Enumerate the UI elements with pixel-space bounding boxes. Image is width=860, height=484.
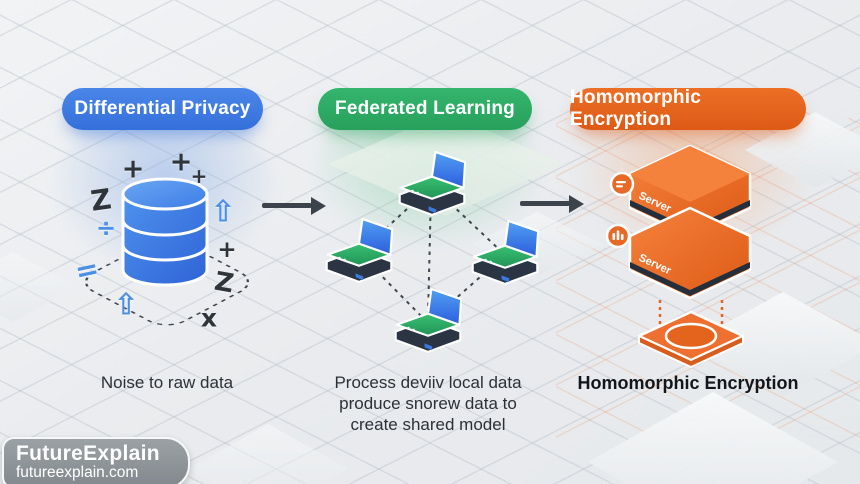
noise-arrow-symbol: ⇧ xyxy=(210,194,236,230)
laptop-icon xyxy=(398,150,467,216)
caption-line: Homomorphic Encryption xyxy=(577,373,799,393)
header-label: Homomorphic Encryption xyxy=(570,87,701,130)
caption-line: Process deviiv local data xyxy=(334,373,522,392)
header-pill-federated-learning: Federated Learning xyxy=(318,88,532,130)
laptop-icon xyxy=(394,287,463,353)
laptop-icon xyxy=(325,217,394,283)
noise-x-symbol: x xyxy=(200,303,218,333)
server-stack-icon: Server Server xyxy=(605,144,752,368)
watermark-domain: futureexplain.com xyxy=(16,463,139,481)
noise-z-symbol: Z xyxy=(88,182,114,218)
caption-differential-privacy: Noise to raw data xyxy=(57,372,277,393)
noise-arrow-symbol: ⇧ xyxy=(113,287,139,323)
bars-badge-icon xyxy=(605,223,631,249)
header-pill-differential-privacy: Differential Privacy xyxy=(62,88,263,130)
noise-divide-symbol: ÷ xyxy=(95,214,117,242)
platform-icon xyxy=(637,310,745,368)
noise-plus-symbol: + xyxy=(217,237,237,263)
noise-plus-symbol: + xyxy=(190,164,208,188)
arrow-right-icon xyxy=(520,194,584,213)
server-block: Server xyxy=(628,144,752,238)
caption-line: Noise to raw data xyxy=(100,373,234,392)
arrow-right-icon xyxy=(262,196,326,215)
noise-plus-symbol: + xyxy=(169,146,193,178)
caption-federated-learning: Process deviiv local data produce snorew… xyxy=(300,372,556,435)
noise-plus-symbol: + xyxy=(121,153,145,185)
server-block: Server xyxy=(628,206,752,300)
cipher-badge-icon xyxy=(609,171,635,197)
header-label: Federated Learning xyxy=(335,98,515,119)
header-pill-homomorphic-encryption: Homomorphic Encryption xyxy=(570,87,806,130)
laptop-icon xyxy=(471,219,540,285)
laptop-network-icon xyxy=(325,150,540,353)
caption-line: produce snorew data to xyxy=(339,394,517,414)
dashed-loop xyxy=(84,238,250,326)
header-label: Differential Privacy xyxy=(74,98,251,119)
background-slab xyxy=(588,392,838,484)
watermark-badge: FutureExplain futureexplain.com xyxy=(2,437,190,484)
watermark-brand: FutureExplain xyxy=(16,442,160,466)
caption-line: create shared model xyxy=(350,415,506,435)
database-icon xyxy=(121,177,209,287)
background-slab xyxy=(0,252,78,322)
caption-homomorphic-encryption: Homomorphic Encryption xyxy=(560,372,816,394)
